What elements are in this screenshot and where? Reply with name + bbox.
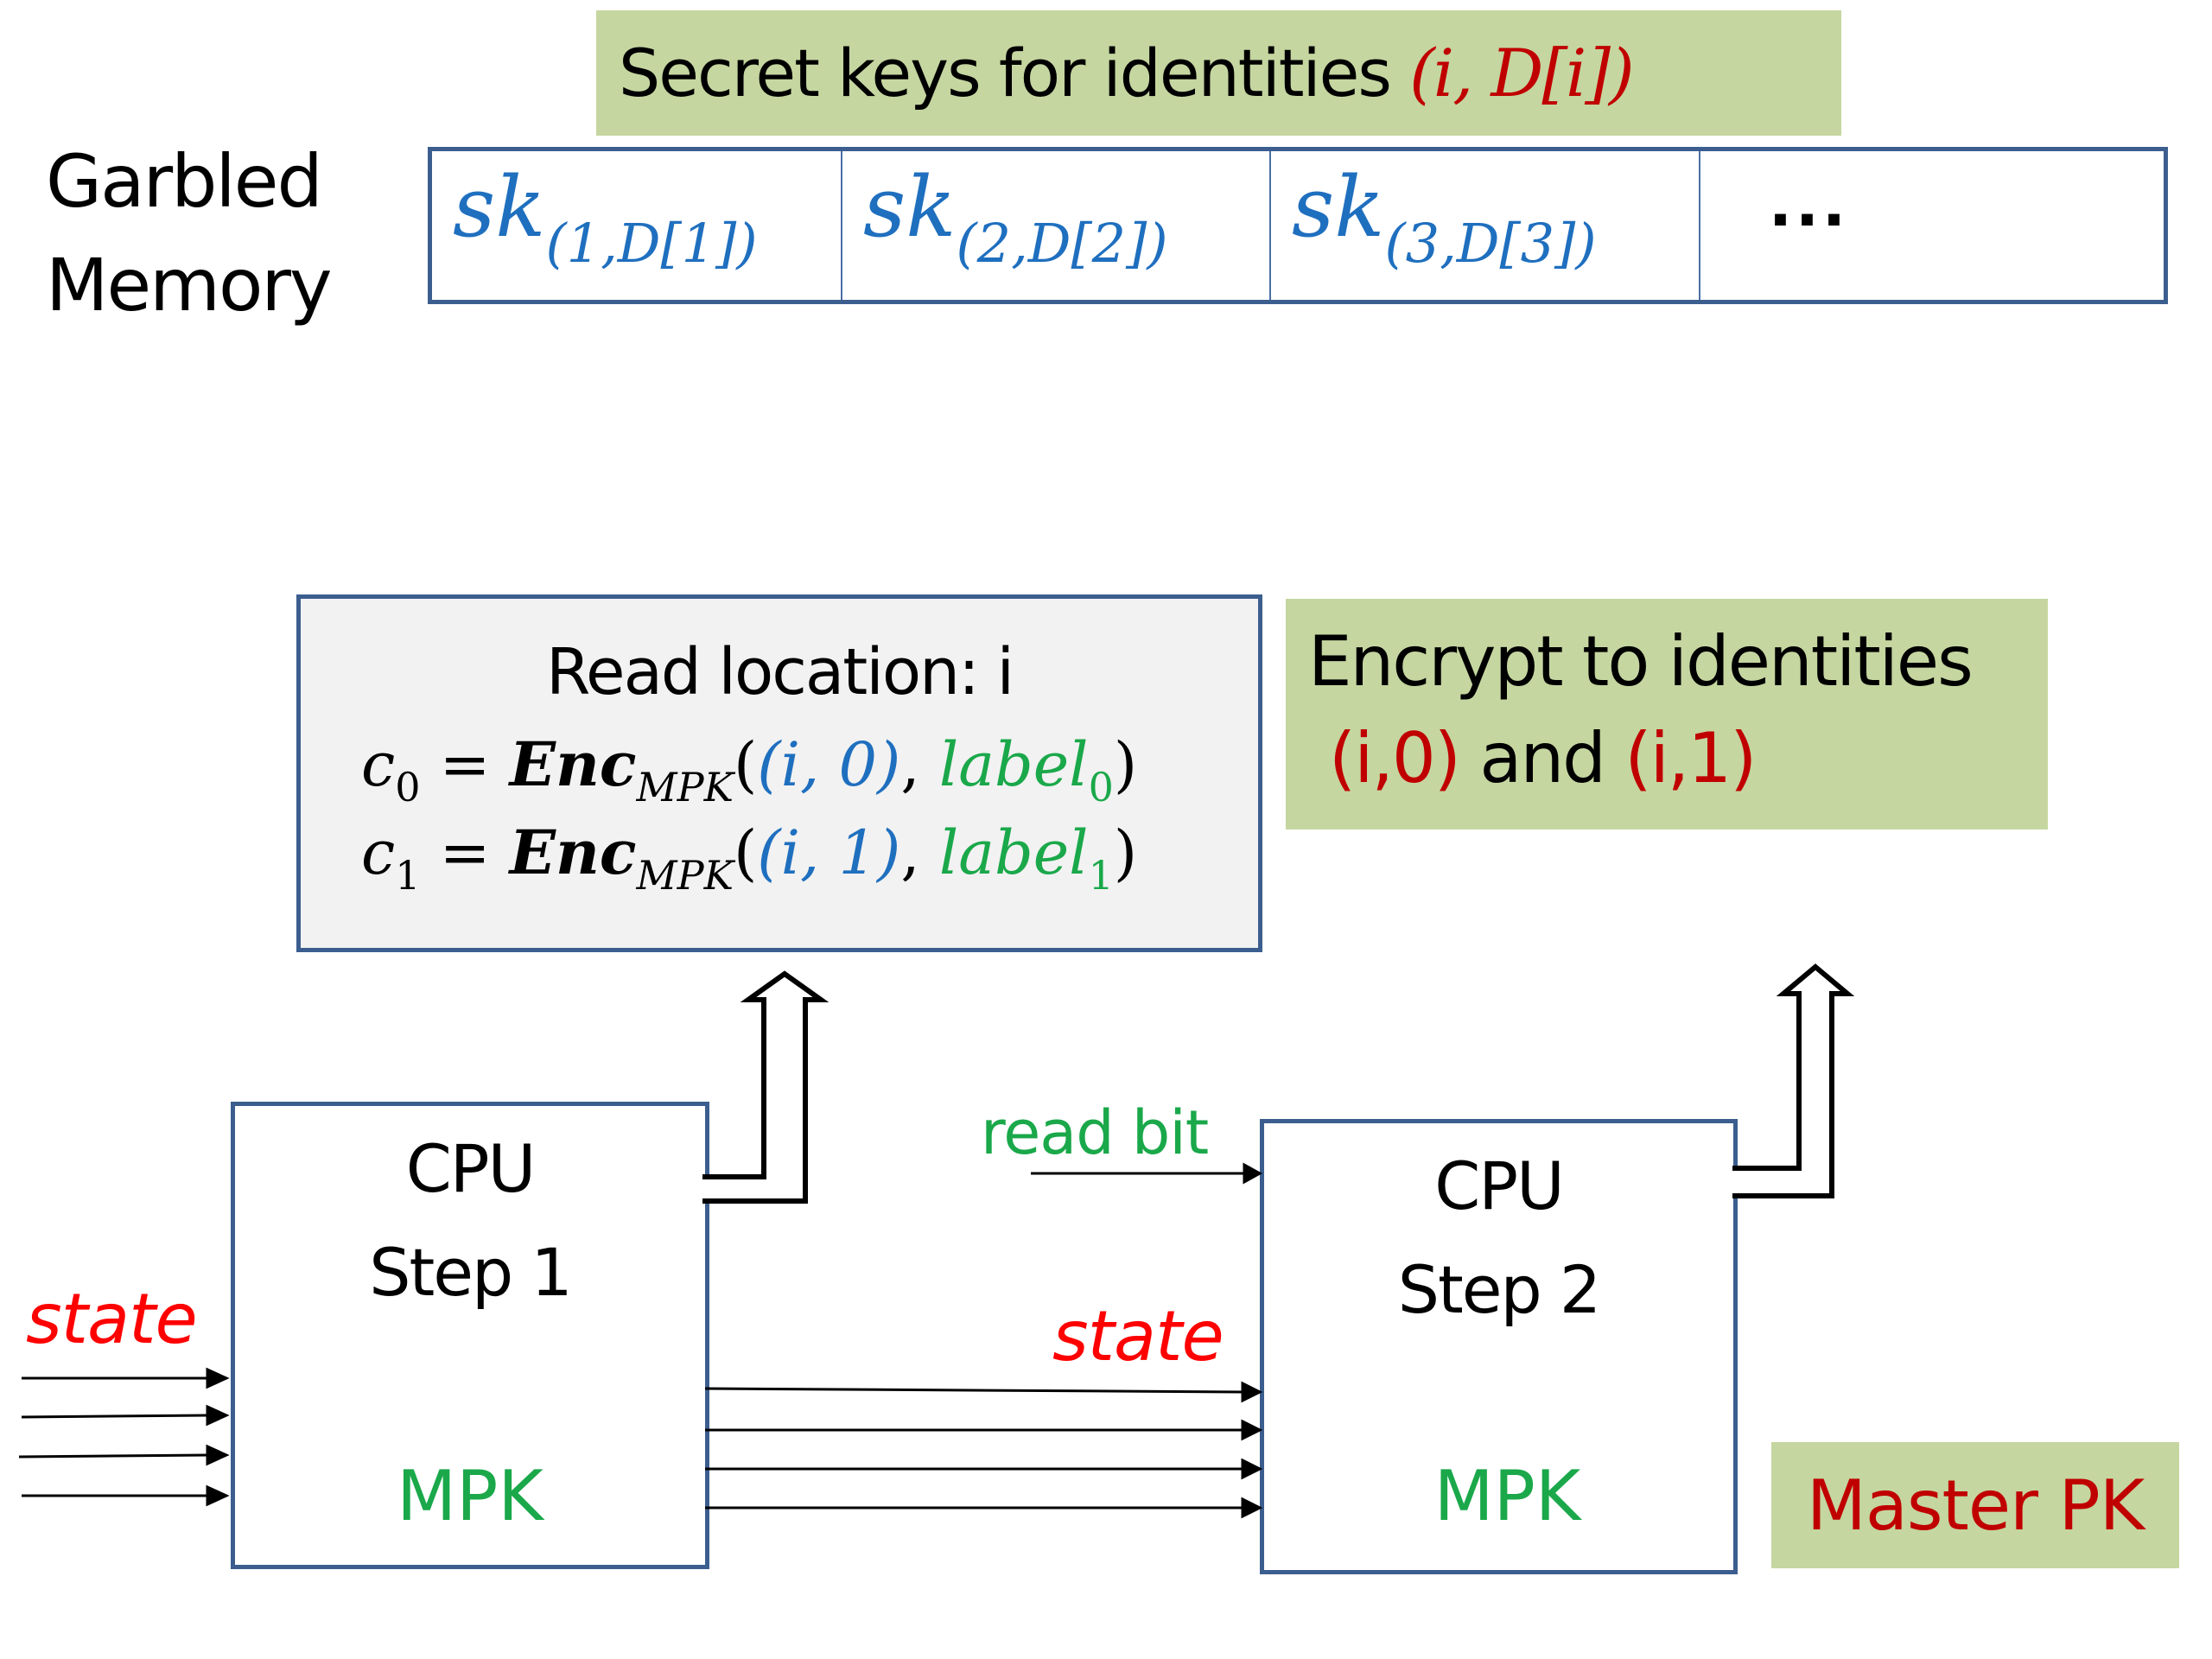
memory-cell: sk(3,D[3]) (1271, 151, 1700, 300)
enc-function: Enc (509, 817, 637, 888)
memory-cell: sk(1,D[1]) (432, 151, 842, 300)
equation-c0: c0 = EncMPK((i, 0), label0) (361, 728, 1138, 810)
arrowhead-icon (206, 1444, 230, 1466)
secret-key-subscript: (3,D[3]) (1384, 212, 1597, 275)
secret-keys-header-text: Secret keys for identities (619, 35, 1410, 111)
read-location-box: Read location: i c0 = EncMPK((i, 0), lab… (296, 594, 1262, 952)
cpu-step-1: CPU Step 1 MPK (231, 1102, 709, 1569)
read-bit-arrow (1031, 1162, 1263, 1185)
cpu-step-1-title: CPU (405, 1130, 537, 1207)
hollow-arrow-up-icon (1732, 963, 1855, 1198)
memory-cell: sk(2,D[2]) (842, 151, 1271, 300)
arrowhead-icon (1241, 1419, 1263, 1441)
ellipsis: ... (1770, 156, 1851, 243)
master-pk-note: Master PK (1771, 1442, 2179, 1568)
label0: label (938, 729, 1089, 800)
garbled-memory-label-line2: Memory (46, 243, 333, 327)
cpu-step-1-subtitle: Step 1 (369, 1234, 573, 1311)
secret-key-symbol: sk (453, 159, 546, 256)
state-input-wire (21, 1414, 208, 1419)
read-location-title: Read location: i (545, 635, 1014, 709)
arrowhead-icon (1241, 1381, 1263, 1403)
cpu-step-2: CPU Step 2 MPK (1260, 1119, 1738, 1574)
identity-i1: (i, 1) (757, 817, 901, 888)
label1: label (938, 817, 1089, 888)
garbled-memory-row: sk(1,D[1]) sk(2,D[2]) sk(3,D[3]) ... (428, 147, 2168, 304)
cpu-step-2-mpk: MPK (1433, 1456, 1581, 1536)
arrowhead-icon (1241, 1458, 1263, 1480)
state-mid-label: state (1052, 1296, 1224, 1376)
encrypt-note: Encrypt to identities (i,0) and (i,1) (1286, 599, 2048, 830)
arrowhead-icon (206, 1484, 230, 1507)
read-bit-label: read bit (981, 1097, 1209, 1168)
identity-i0: (i, 0) (757, 729, 901, 800)
secret-key-symbol: sk (1292, 159, 1385, 256)
enc-function: Enc (509, 728, 637, 800)
equation-c1: c1 = EncMPK((i, 1), label1) (361, 817, 1138, 899)
cpu-step-2-title: CPU (1434, 1147, 1565, 1224)
encrypt-note-line2: (i,0) and (i,1) (1329, 718, 1757, 798)
secret-key-subscript: (1,D[1]) (545, 212, 758, 275)
secret-key-subscript: (2,D[2]) (956, 212, 1168, 275)
arrowhead-icon (206, 1404, 230, 1427)
master-pk-label: Master PK (1806, 1465, 2145, 1546)
secret-keys-header: Secret keys for identities (i, D[i]) (596, 10, 1841, 136)
garbled-memory-label: Garbled Memory (46, 130, 333, 337)
identity-i0: (i,0) (1329, 718, 1461, 798)
hollow-arrow-up-icon (702, 970, 830, 1204)
identity-i1: (i,1) (1624, 718, 1757, 798)
identity-expression: (i, D[i]) (1409, 35, 1634, 111)
memory-cell-ellipsis: ... (1700, 151, 2164, 300)
state-input-wire (18, 1453, 208, 1459)
state-transfer-wire (704, 1387, 1243, 1394)
state-transfer-arrows (704, 1381, 1263, 1519)
arrowhead-icon (206, 1367, 230, 1389)
cpu-step-1-mpk: MPK (397, 1456, 543, 1536)
arrowhead-icon (1243, 1162, 1263, 1185)
cpu-step-2-subtitle: Step 2 (1397, 1251, 1602, 1328)
garbled-memory-label-line1: Garbled (46, 139, 323, 224)
state-input-arrows (18, 1367, 230, 1507)
arrowhead-icon (1241, 1497, 1263, 1519)
encrypt-note-line1: Encrypt to identities (1308, 621, 1974, 702)
state-input-label: state (26, 1279, 198, 1359)
secret-key-symbol: sk (863, 159, 957, 256)
